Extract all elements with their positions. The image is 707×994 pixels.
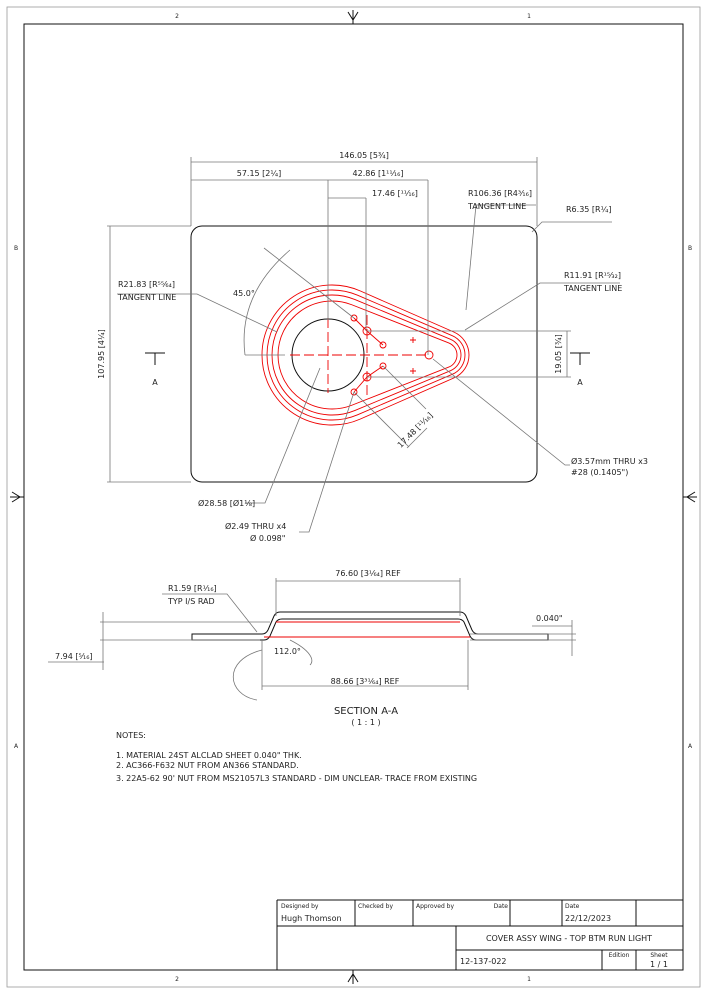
section-redlines [264, 621, 470, 638]
dim-r-left-note: TANGENT LINE [117, 293, 176, 302]
zone-bottom-1: 1 [527, 976, 531, 983]
section-radius: R1.59 [R¹⁄₁₆] [168, 584, 217, 593]
sheet-number: 1 / 1 [650, 960, 668, 969]
dimension-lines [107, 157, 620, 533]
date-label-2: Date [565, 903, 580, 910]
outer-frame [6, 6, 701, 988]
dim-r-right: R11.91 [R¹⁵⁄₃₂] [564, 271, 621, 280]
dim-r-large-note: TANGENT LINE [467, 202, 526, 211]
section-profile [191, 611, 549, 641]
dim-bolt-spacing: 17.48 [¹¹⁄₁₆] [396, 411, 435, 450]
zone-top-2: 2 [175, 13, 179, 20]
dim-thru-holes: Ø3.57mm THRU x3 [571, 456, 648, 466]
dim-hole-spacing: 19.05 [¾] [554, 334, 563, 373]
dim-r-left: R21.83 [R⁵⁵⁄₆₄] [118, 280, 175, 289]
dim-hole-diameter: Ø28.58 [Ø1⅛] [198, 498, 255, 508]
drawing-title: COVER ASSY WING - TOP BTM RUN LIGHT [486, 934, 652, 943]
svg-text:A: A [577, 378, 583, 387]
part-number: 12-137-022 [460, 957, 507, 966]
dim-angle: 45.0° [233, 289, 255, 298]
dim-center-to-hole: 42.86 [1¹¹⁄₁₆] [353, 169, 404, 178]
section-radius-note: TYP I/S RAD [167, 597, 215, 606]
flange-contour [271, 294, 462, 416]
section-base-width: 88.66 [3³¹⁄₆₄] REF [331, 677, 400, 686]
note-3: 3. 22A5-62 90' NUT FROM MS21057L3 STANDA… [116, 774, 477, 783]
note-2: 2. AC366-F632 NUT FROM AN366 STANDARD. [116, 761, 299, 770]
formed-flange-outline [261, 284, 470, 426]
date-value: 22/12/2023 [565, 914, 611, 923]
section-view: 76.60 [3¹⁄₆₄] REF R1.59 [R¹⁄₁₆] TYP I/S … [48, 569, 576, 727]
section-title: SECTION A-A [334, 706, 398, 717]
section-dims [48, 578, 576, 701]
centerlines [290, 315, 430, 395]
designed-by-label: Designed by [281, 903, 319, 910]
zone-top-1: 1 [527, 13, 531, 20]
dim-center-to-bolt: 17.46 [¹¹⁄₁₆] [372, 189, 418, 198]
zone-left-b: B [14, 245, 18, 252]
dim-corner-radius: R6.35 [R¼] [566, 205, 611, 214]
notes: NOTES: 1. MATERIAL 24ST ALCLAD SHEET 0.0… [116, 731, 477, 783]
dim-thru-holes-drill: #28 (0.1405") [571, 468, 628, 477]
flange-contour [277, 300, 458, 410]
title-block: Designed by Hugh Thomson Checked by Appr… [276, 899, 683, 970]
sheet-label: Sheet [650, 952, 668, 959]
date-label-1: Date [494, 903, 509, 910]
dim-overall-width: 146.05 [5¾] [339, 151, 389, 160]
section-height: 7.94 [⁵⁄₁₆] [55, 652, 93, 661]
plate-outline [190, 225, 538, 483]
section-thickness: 0.040" [536, 614, 563, 623]
designed-by: Hugh Thomson [281, 914, 342, 923]
inner-frame [23, 23, 684, 971]
section-scale: ( 1 : 1 ) [351, 718, 380, 727]
plan-view: 146.05 [5¾] 57.15 [2¼] 42.86 [1¹¹⁄₁₆] 17… [97, 151, 648, 543]
centering-marks [10, 10, 697, 984]
note-1: 1. MATERIAL 24ST ALCLAD SHEET 0.040" THK… [116, 751, 302, 760]
dim-small-holes-in: Ø 0.098" [250, 533, 285, 543]
section-top-width: 76.60 [3¹⁄₆₄] REF [335, 569, 401, 578]
checked-by-label: Checked by [358, 903, 393, 910]
flange-contour [266, 289, 466, 421]
zone-bottom-2: 2 [175, 976, 179, 983]
section-angle: 112.0° [274, 647, 301, 656]
approved-by-label: Approved by [416, 903, 454, 910]
edition-label: Edition [609, 952, 630, 959]
zone-right-b: B [688, 245, 692, 252]
small-hole [350, 314, 358, 322]
zone-left-a: A [14, 743, 19, 750]
notes-heading: NOTES: [116, 731, 146, 740]
flange-contour [261, 284, 470, 426]
dim-r-right-note: TANGENT LINE [563, 284, 622, 293]
dim-r-large: R106.36 [R4³⁄₁₆] [468, 189, 532, 198]
thru-hole [424, 350, 434, 360]
small-hole [379, 362, 387, 370]
zone-markers: 2 1 2 1 B A B A [14, 13, 693, 983]
small-hole [379, 341, 387, 349]
zone-right-a: A [688, 743, 693, 750]
dim-small-holes: Ø2.49 THRU x4 [225, 521, 286, 531]
svg-text:A: A [152, 378, 158, 387]
small-hole [350, 388, 358, 396]
section-marker-right: A [570, 352, 590, 387]
section-marker-left: A [145, 352, 165, 387]
dim-left-to-center: 57.15 [2¼] [237, 169, 282, 178]
dim-height: 107.95 [4¼] [97, 329, 106, 379]
